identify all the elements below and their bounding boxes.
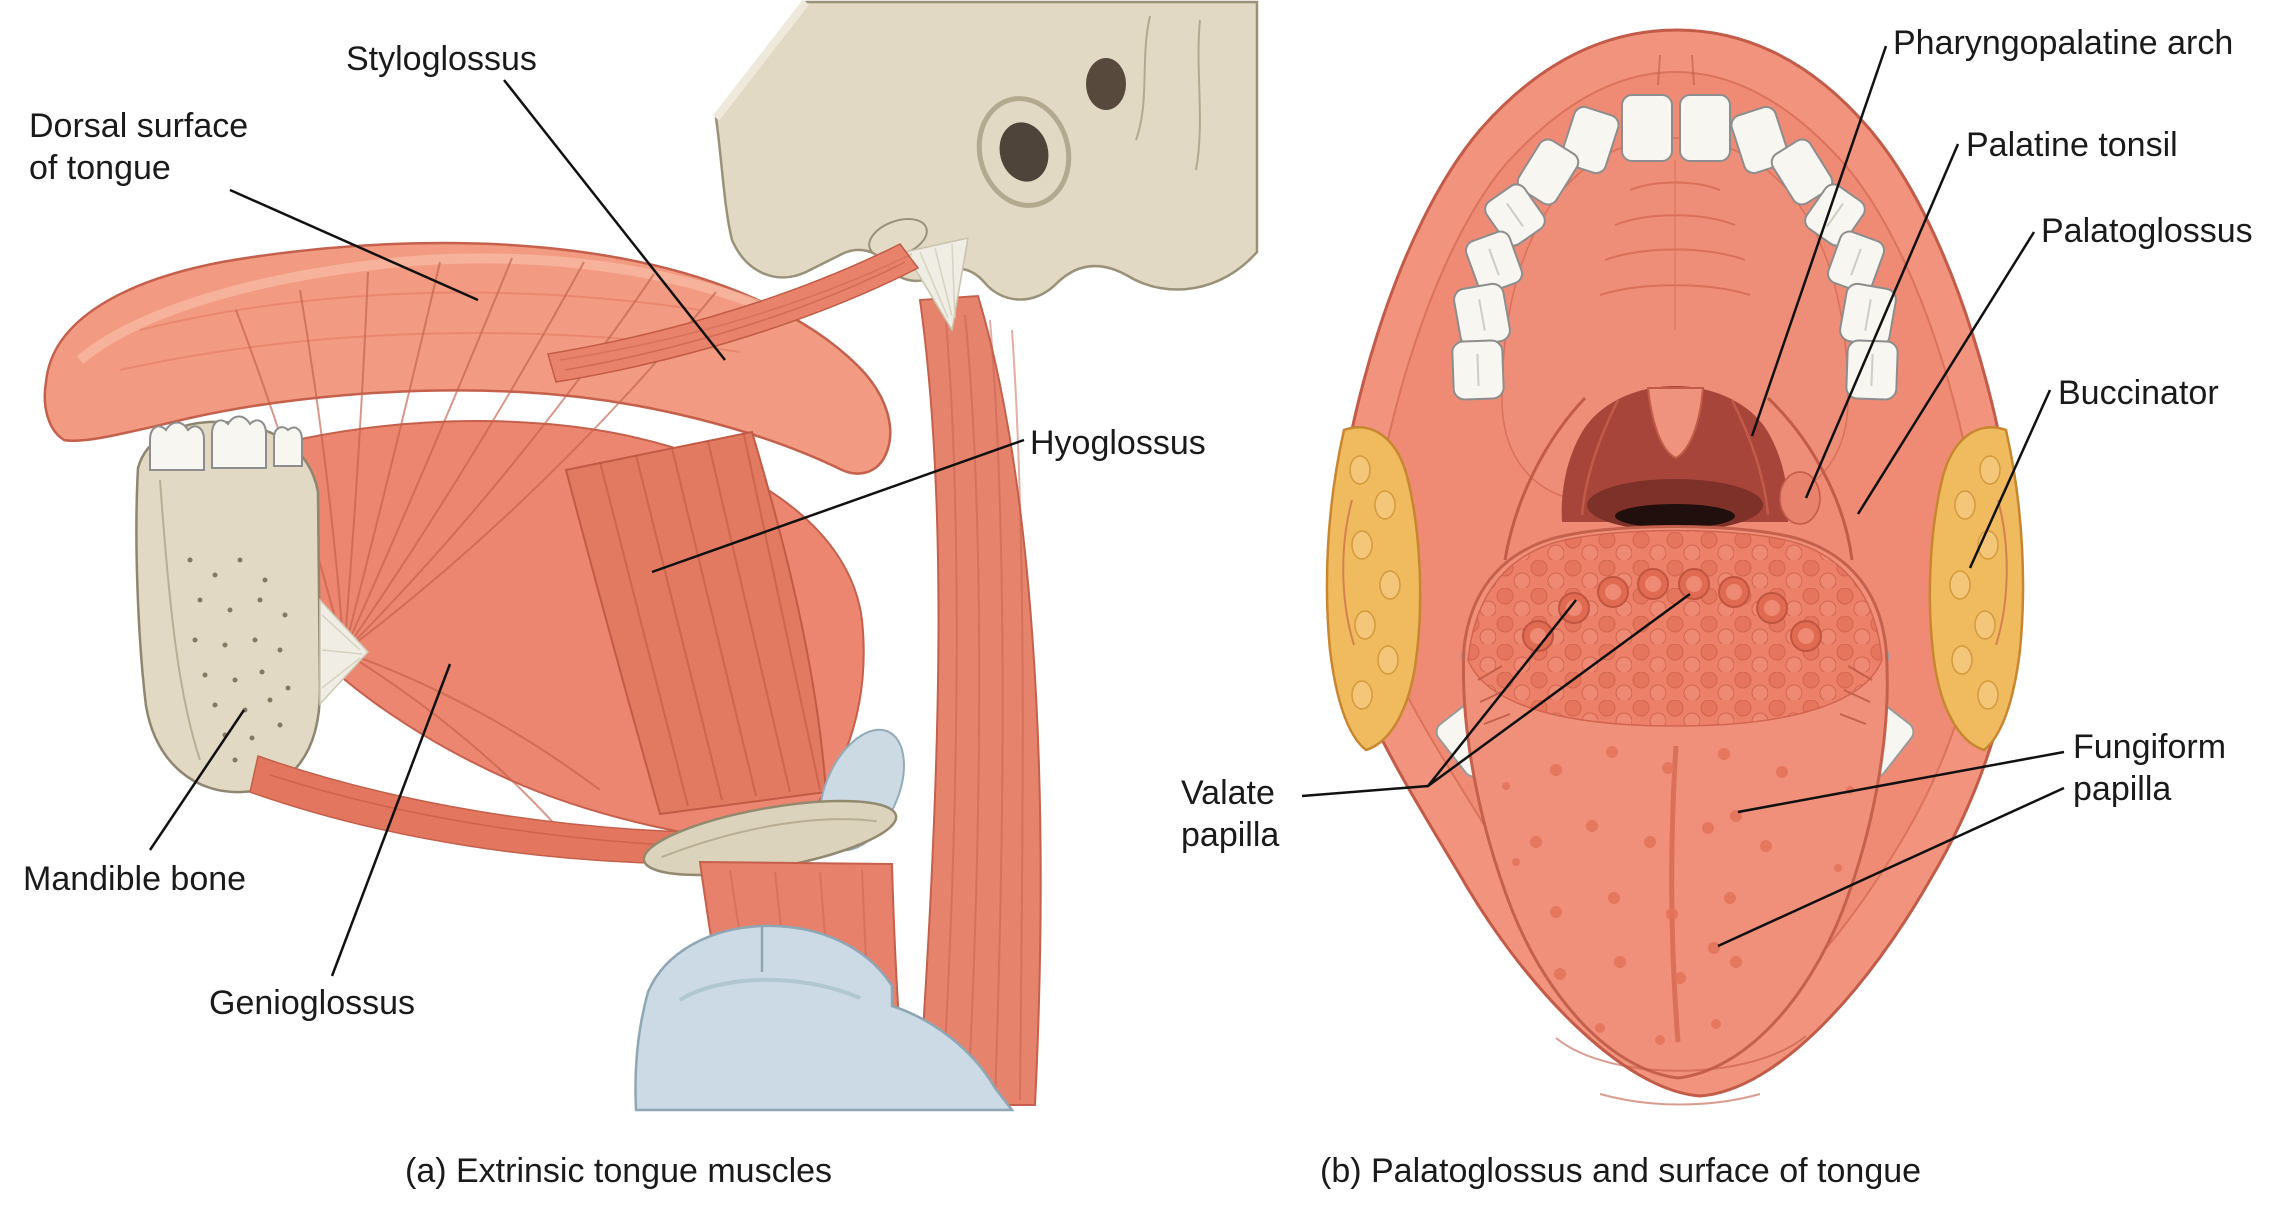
label-fungiform-papilla: Fungiform papilla [2073, 726, 2226, 810]
median-sulcus [1669, 745, 1681, 1043]
palatal-rugae [1599, 160, 1751, 330]
leader-hyoglossus [651, 438, 1025, 574]
label-mandible-bone: Mandible bone [23, 860, 247, 898]
label-fungiform-line2: papilla [2073, 770, 2172, 808]
label-genioglossus: Genioglossus [209, 984, 416, 1022]
upper-teeth [1451, 94, 1899, 401]
leader-valate-papilla [1301, 592, 1691, 798]
palatoglossal-arches [1503, 396, 1854, 561]
leader-palatoglossus [1856, 231, 2036, 515]
label-dorsal-surface-line1: Dorsal surface [29, 107, 249, 145]
palatine-tonsil [1779, 471, 1821, 525]
leader-genioglossus [330, 663, 452, 977]
leader-palatine-tonsil [1804, 143, 1960, 499]
fungiform-papillae [1502, 746, 1854, 1045]
label-valate-papilla: Valate papilla [1181, 772, 1279, 856]
label-valate-line1: Valate [1181, 774, 1275, 812]
hyoglossus-muscle [564, 430, 828, 816]
skull [712, 0, 1259, 301]
fauces-throat [1561, 386, 1789, 531]
label-dorsal-surface-line2: of tongue [29, 149, 171, 187]
label-palatine-tonsil: Palatine tonsil [1966, 126, 2178, 164]
leader-mandible-bone [148, 709, 246, 851]
leader-fungiform-papilla [1717, 750, 2065, 948]
label-hyoglossus: Hyoglossus [1030, 424, 1206, 462]
leader-buccinator [1968, 389, 2052, 569]
label-valate-line2: papilla [1181, 816, 1280, 854]
spongy-bone-texture [187, 557, 291, 765]
label-styloglossus: Styloglossus [346, 40, 537, 78]
caption-panel-a: (a) Extrinsic tongue muscles [405, 1152, 833, 1190]
leader-styloglossus [503, 79, 726, 361]
leader-dorsal-surface [229, 188, 479, 302]
skull-foramen [1086, 58, 1126, 110]
ear-canal [999, 122, 1049, 182]
leader-pharyngopalatine-arch [1750, 45, 1888, 437]
caption-panel-b: (b) Palatoglossus and surface of tongue [1320, 1152, 1922, 1190]
buccinator-right [1928, 426, 2025, 752]
label-buccinator: Buccinator [2058, 374, 2219, 412]
buccinator-left [1325, 426, 1422, 752]
leader-lines-b [1301, 45, 2065, 948]
label-palatoglossus: Palatoglossus [2041, 212, 2253, 250]
thyroid-cartilage [634, 924, 1015, 1112]
genioglossus-muscle [235, 257, 717, 831]
tongue-anterior [1461, 525, 1889, 1080]
panel-a-art [43, 0, 1259, 1112]
label-dorsal-surface: Dorsal surface of tongue [29, 105, 248, 189]
uvula [1646, 387, 1705, 460]
panel-b-art [1301, 28, 2065, 1106]
lip-creases [1342, 54, 2008, 1106]
lower-molars [149, 415, 303, 471]
pharyngeal-muscle-column [916, 294, 1042, 1106]
throat-slit [1615, 504, 1735, 528]
vallate-papillae [1522, 568, 1822, 652]
label-pharyngopalatine-arch: Pharyngopalatine arch [1893, 24, 2234, 62]
label-fungiform-line1: Fungiform [2073, 728, 2227, 766]
styloglossus-muscle [547, 243, 920, 383]
leader-lines-a [148, 79, 1025, 977]
